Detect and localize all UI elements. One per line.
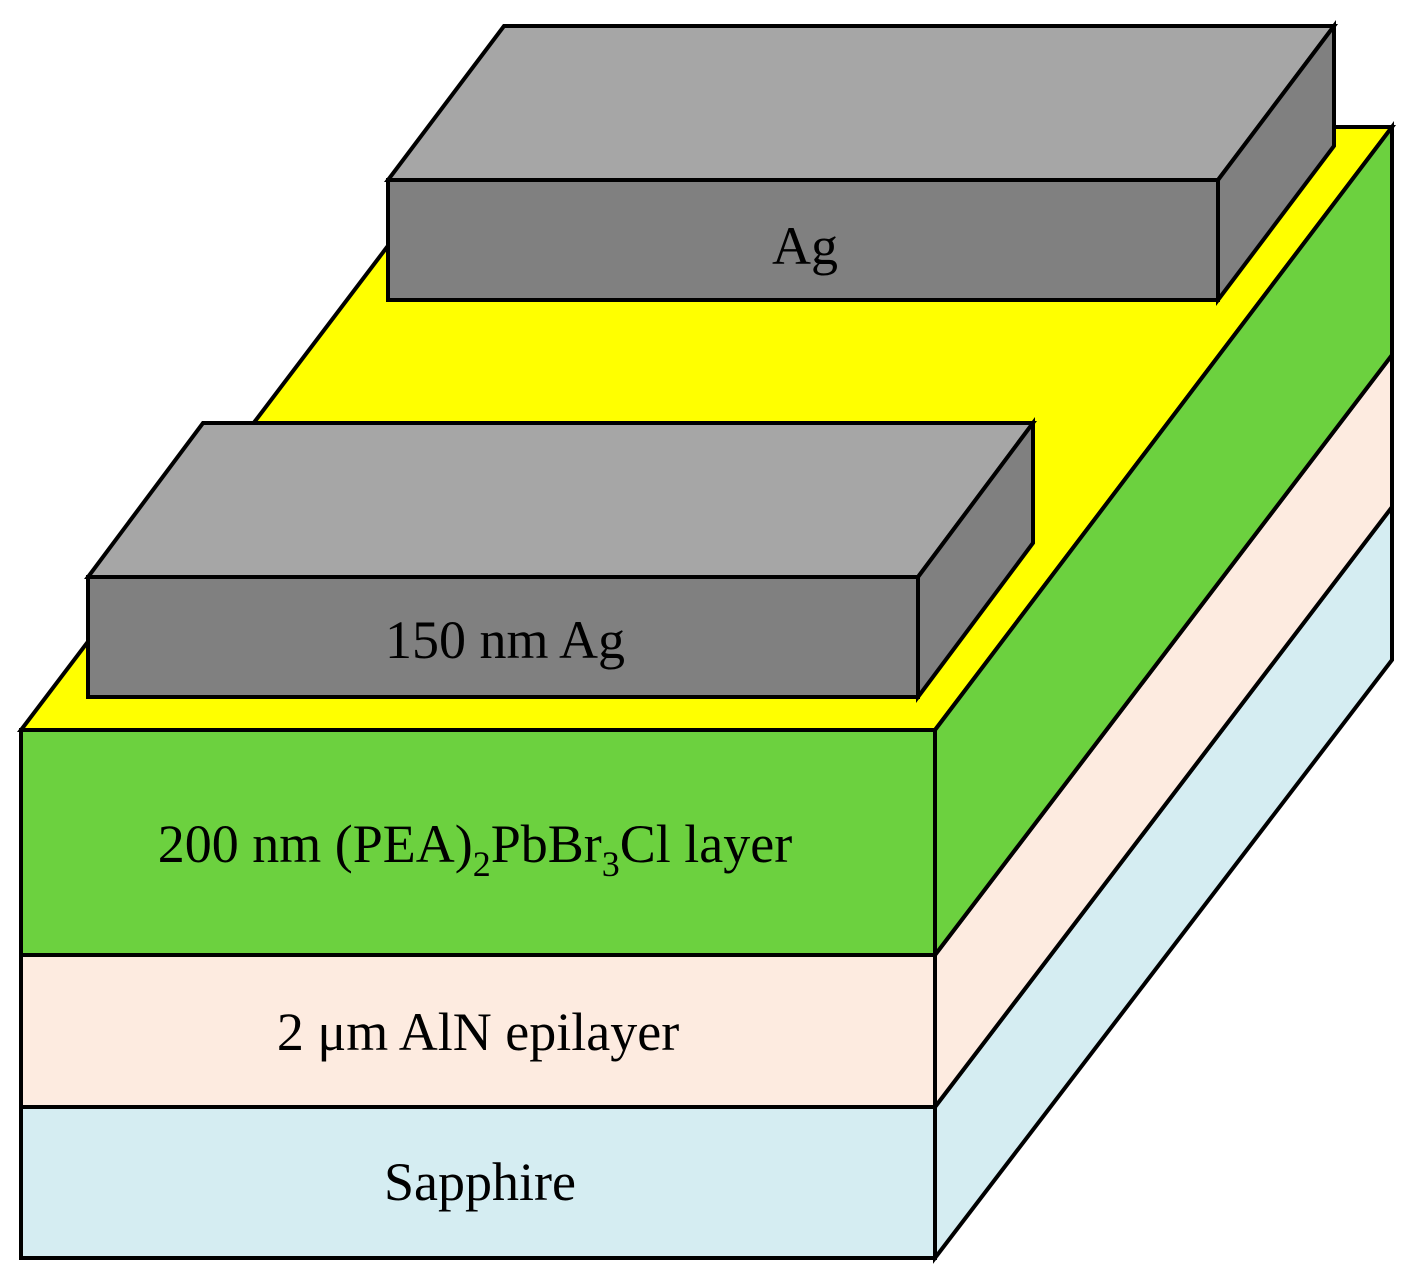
back-electrode-front-face — [386, 178, 1220, 302]
front-electrode-front-face — [86, 575, 920, 699]
back-electrode-label: Ag — [772, 216, 838, 276]
sapphire-front-face — [19, 1105, 937, 1260]
aln-layer: 2 μm AlN epilayer — [19, 349, 1394, 1113]
aln-label: 2 μm AlN epilayer — [277, 1002, 679, 1062]
perovskite-label: 200 nm (PEA)2PbBr3Cl layer — [158, 814, 792, 884]
back-electrode: Ag — [383, 20, 1339, 306]
front-electrode-top-face — [84, 421, 1037, 579]
front-electrode-label: 150 nm Ag — [385, 610, 625, 670]
aln-front-face — [19, 953, 937, 1109]
back-electrode-top-face — [383, 24, 1339, 182]
sapphire-layer: Sapphire — [19, 501, 1394, 1264]
sapphire-label: Sapphire — [384, 1152, 576, 1212]
front-electrode: 150 nm Ag — [84, 416, 1037, 704]
perovskite-front-face — [19, 728, 937, 957]
